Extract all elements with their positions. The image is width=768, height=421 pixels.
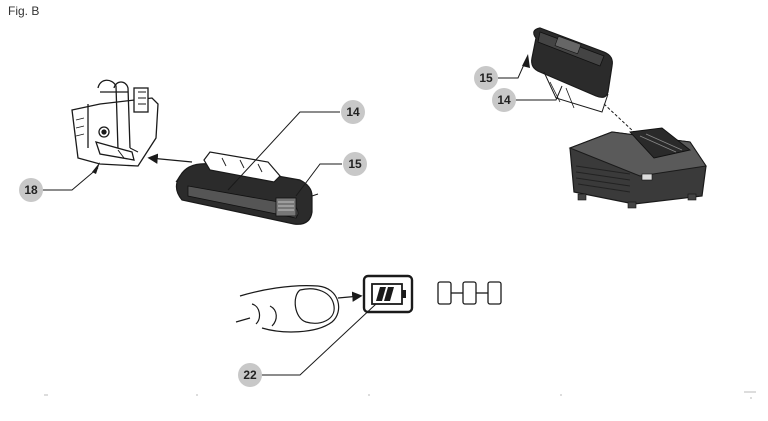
svg-text:15: 15 xyxy=(348,157,362,171)
press-arrow xyxy=(337,291,363,302)
callout-battery-left: 14 xyxy=(341,100,365,124)
battery-gauge-button xyxy=(362,274,414,314)
figure-label: Fig. B xyxy=(8,4,40,18)
battery-pack-left xyxy=(175,151,319,225)
svg-text:14: 14 xyxy=(346,105,360,119)
svg-text:14: 14 xyxy=(497,93,511,107)
led-bar-3 xyxy=(487,281,502,305)
callout-tool-port: 18 xyxy=(19,178,43,202)
finger-drawing xyxy=(235,285,340,333)
callout-battery-right: 14 xyxy=(492,88,516,112)
battery-pack-right xyxy=(531,27,613,113)
callout-latch-left: 15 xyxy=(343,152,367,176)
led-indicator-bars xyxy=(437,281,502,305)
callout-latch-right: 15 xyxy=(474,66,498,90)
svg-text:15: 15 xyxy=(479,71,493,85)
svg-text:22: 22 xyxy=(243,368,257,382)
led-bar-2 xyxy=(462,281,477,305)
led-bar-1 xyxy=(437,281,452,305)
margin-marks xyxy=(44,391,756,399)
svg-text:18: 18 xyxy=(24,183,38,197)
charger-base xyxy=(568,127,707,209)
tool-port-drawing xyxy=(71,79,159,167)
insert-arrow xyxy=(147,153,193,164)
leader-lines xyxy=(32,59,563,376)
callout-indicator-button: 22 xyxy=(238,363,262,387)
